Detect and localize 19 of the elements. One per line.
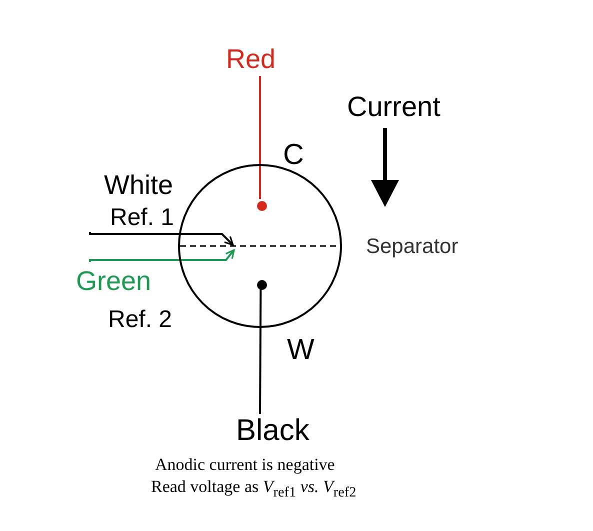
wire-label: Green (76, 268, 152, 295)
electrode-dot (257, 201, 267, 211)
wire-label: White (104, 172, 174, 199)
wire-label: Red (226, 46, 276, 73)
note-text: Read voltage as V$_{ref1}$ vs. V$_{ref2}$ (151, 478, 356, 500)
wire-arrow (89, 232, 234, 246)
wire (259, 76, 261, 199)
separator-label: Separator (366, 236, 458, 257)
electrode-label: Ref. 1 (110, 206, 174, 230)
electrode-label: Ref. 2 (108, 308, 172, 332)
cell-circle (178, 164, 342, 328)
electrode-label: W (287, 336, 314, 365)
note-text: Anodic current is negative (155, 456, 335, 473)
wire (259, 288, 262, 414)
electrode-dot (257, 280, 267, 290)
electrode-label: C (283, 141, 304, 170)
wire-label: Black (236, 416, 310, 446)
direction-label: Current (347, 93, 440, 121)
wire-arrow (89, 249, 235, 262)
